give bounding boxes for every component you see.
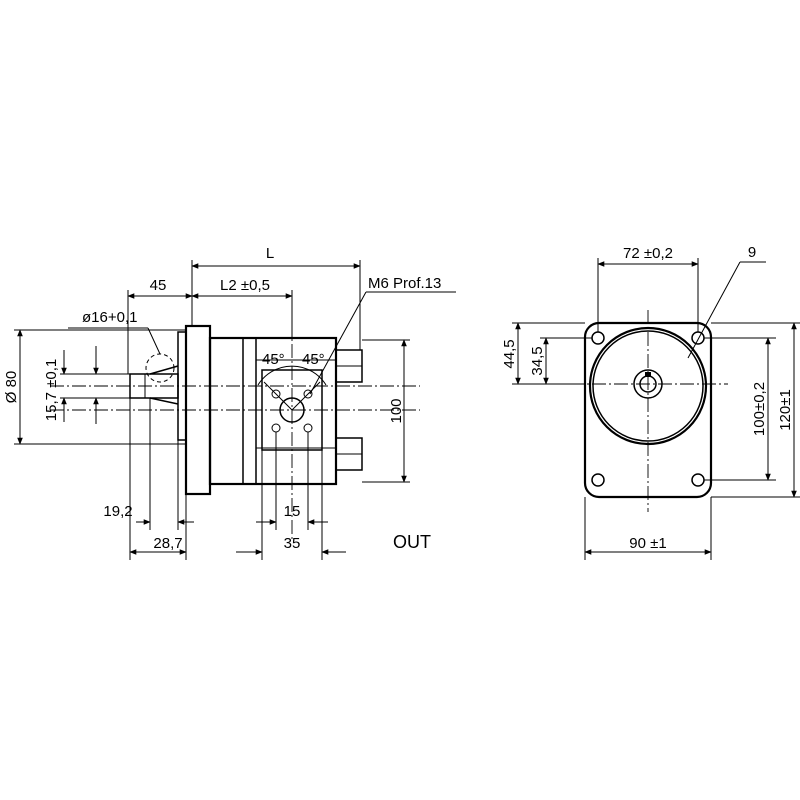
dim-90-label: 90 ±1 — [629, 535, 666, 552]
front-view: 72 ±0,2 9 44,5 34,5 100±0,2 120±1 90 ±1 — [501, 244, 800, 560]
angle-right-label: 45° — [302, 351, 325, 368]
hole-count-label: 9 — [748, 244, 756, 261]
dim-L-label: L — [266, 245, 274, 262]
dim-15-label: 15 — [284, 503, 301, 520]
key-height-label: 15,7 ±0,1 — [43, 359, 60, 421]
dim-28-7-label: 28,7 — [153, 535, 182, 552]
thread-note: M6 Prof.13 — [368, 275, 441, 292]
dim-L2-label: L2 ±0,5 — [220, 277, 270, 294]
dim-35-label: 35 — [284, 535, 301, 552]
mount-hole-tl — [591, 331, 605, 345]
dim-120-label: 120±1 — [777, 389, 794, 431]
dim-19-2-label: 19,2 — [103, 503, 132, 520]
out-port-label: OUT — [393, 532, 431, 552]
dim-45-label: 45 — [150, 277, 167, 294]
mount-hole-bl — [591, 473, 605, 487]
height-100-label: 100 — [388, 398, 405, 423]
shaft-diameter-label: ø16+0,1 — [82, 309, 137, 326]
dim-44-5-label: 44,5 — [501, 339, 518, 368]
side-view: L L2 ±0,5 45 M6 Prof.13 ø16+0,1 Ø 80 15,… — [3, 245, 456, 560]
mount-hole-br — [691, 473, 705, 487]
dim-34-5-label: 34,5 — [529, 346, 546, 375]
angle-left-label: 45° — [262, 351, 285, 368]
mount-hole-tr — [691, 331, 705, 345]
dim-100-label: 100±0,2 — [751, 382, 768, 436]
dim-72-label: 72 ±0,2 — [623, 245, 673, 262]
flange-diameter-label: Ø 80 — [3, 371, 20, 404]
